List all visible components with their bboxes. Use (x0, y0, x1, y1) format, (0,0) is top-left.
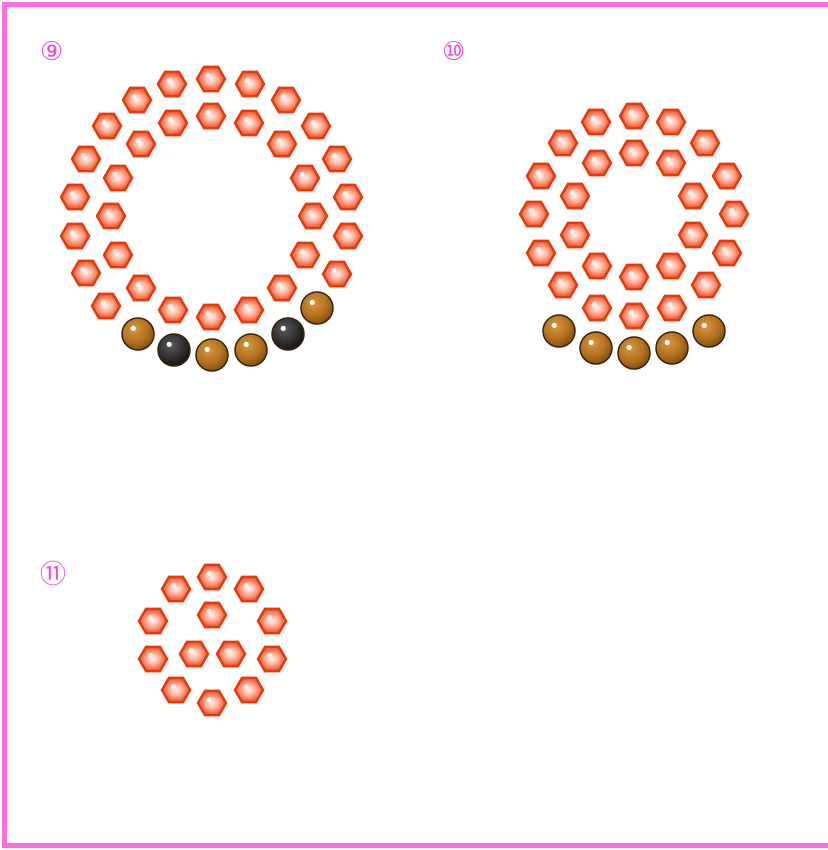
hex-bead-outer-10 (527, 164, 555, 188)
round-bead-2 (618, 337, 650, 369)
hex-bead-inner-7 (561, 223, 589, 247)
hex-bead-inner-7 (235, 298, 263, 322)
hex-bead-inner-6 (268, 276, 296, 300)
hex-bead-outer-4 (720, 202, 748, 226)
figure-11 (139, 565, 286, 715)
hex-bead-outer-1 (657, 110, 685, 134)
hex-bead-inner-8 (561, 184, 589, 208)
hex-bead-inner-0 (197, 104, 225, 128)
hex-bead-outer-12 (582, 110, 610, 134)
hex-bead-inner-15 (159, 111, 187, 135)
hex-bead-outer-6 (692, 273, 720, 297)
round-bead-5 (301, 292, 333, 324)
round-bead-4 (693, 315, 725, 347)
hex-bead-outer-2 (272, 88, 300, 112)
hex-bead-inner-1 (235, 111, 263, 135)
hex-bead-outer-15 (158, 72, 186, 96)
hex-bead-12 (217, 642, 245, 666)
round-bead-1 (580, 332, 612, 364)
round-bead-0 (543, 315, 575, 347)
hex-bead-5 (198, 691, 226, 715)
hex-bead-outer-9 (72, 261, 100, 285)
hex-bead-inner-9 (159, 298, 187, 322)
hex-bead-inner-3 (291, 166, 319, 190)
hex-bead-10 (198, 603, 226, 627)
hex-bead-outer-3 (302, 114, 330, 138)
figure-10 (520, 104, 748, 369)
round-bead-4 (272, 318, 304, 350)
hex-bead-inner-4 (657, 254, 685, 278)
hex-bead-inner-8 (197, 305, 225, 329)
hex-bead-4 (235, 678, 263, 702)
hex-bead-bottom-2 (658, 296, 686, 320)
hex-bead-inner-2 (679, 184, 707, 208)
hex-bead-outer-8 (92, 294, 120, 318)
hex-bead-outer-10 (61, 224, 89, 248)
hex-bead-outer-14 (123, 88, 151, 112)
hex-bead-inner-14 (127, 132, 155, 156)
figure-9 (61, 67, 362, 371)
hex-bead-1 (235, 577, 263, 601)
hex-bead-outer-13 (93, 114, 121, 138)
hex-bead-inner-10 (127, 276, 155, 300)
hex-bead-outer-3 (713, 164, 741, 188)
hex-bead-inner-13 (104, 166, 132, 190)
hex-bead-outer-0 (620, 104, 648, 128)
hex-bead-inner-1 (657, 151, 685, 175)
hex-bead-outer-7 (323, 262, 351, 286)
hex-bead-outer-1 (236, 72, 264, 96)
hex-bead-outer-11 (61, 185, 89, 209)
hex-bead-outer-5 (713, 241, 741, 265)
round-bead-3 (235, 334, 267, 366)
hex-bead-inner-4 (299, 204, 327, 228)
round-bead-1 (158, 334, 190, 366)
hex-bead-11 (180, 642, 208, 666)
hex-bead-outer-4 (323, 147, 351, 171)
hex-bead-inner-5 (620, 265, 648, 289)
hex-bead-6 (162, 678, 190, 702)
hex-bead-8 (139, 609, 167, 633)
hex-bead-inner-5 (291, 243, 319, 267)
hex-bead-outer-6 (334, 224, 362, 248)
hex-bead-inner-9 (583, 151, 611, 175)
hex-bead-inner-12 (97, 204, 125, 228)
hex-bead-inner-3 (679, 223, 707, 247)
hex-bead-inner-0 (620, 141, 648, 165)
hex-bead-outer-0 (197, 67, 225, 91)
hex-bead-outer-9 (520, 202, 548, 226)
hex-bead-inner-11 (104, 243, 132, 267)
hex-bead-9 (162, 577, 190, 601)
hex-bead-bottom-1 (620, 304, 648, 328)
round-bead-0 (122, 318, 154, 350)
hex-bead-outer-11 (549, 131, 577, 155)
hex-bead-outer-7 (549, 273, 577, 297)
hex-bead-outer-12 (72, 147, 100, 171)
round-bead-3 (656, 332, 688, 364)
hex-bead-outer-2 (691, 131, 719, 155)
hex-bead-inner-6 (583, 254, 611, 278)
hex-bead-7 (139, 647, 167, 671)
hex-bead-inner-2 (268, 132, 296, 156)
hex-bead-outer-8 (527, 241, 555, 265)
hex-bead-0 (198, 565, 226, 589)
round-bead-2 (196, 339, 228, 371)
hex-bead-3 (258, 647, 286, 671)
hex-bead-2 (258, 609, 286, 633)
hex-bead-bottom-0 (583, 296, 611, 320)
hex-bead-outer-5 (334, 185, 362, 209)
